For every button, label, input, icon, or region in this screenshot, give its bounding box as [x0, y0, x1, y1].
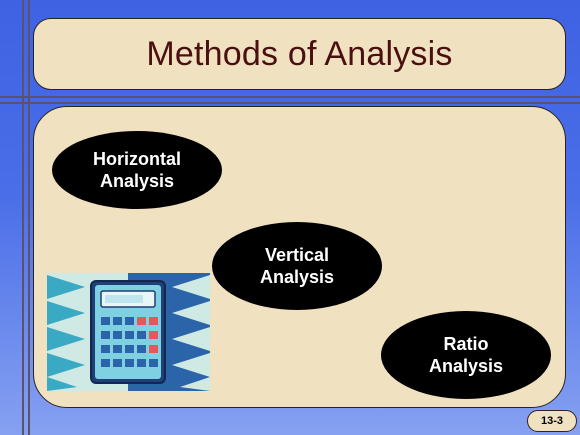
method-label-line2: Analysis: [428, 356, 504, 376]
decorative-vertical-line: [22, 0, 24, 435]
decorative-horizontal-line: [0, 102, 580, 104]
method-oval-vertical: Vertical Analysis: [212, 222, 382, 310]
method-label-line2: Analysis: [99, 171, 175, 191]
calculator-icon: [47, 273, 210, 391]
decorative-horizontal-line: [0, 96, 580, 98]
decorative-vertical-line: [28, 0, 30, 435]
method-label-line1: Horizontal: [93, 149, 181, 169]
title-panel: Methods of Analysis: [33, 18, 566, 90]
page-number: 13-3: [540, 415, 564, 427]
method-label-line1: Ratio: [443, 334, 489, 354]
method-label-line2: Analysis: [259, 267, 335, 287]
page-number-badge: 13-3: [527, 410, 577, 432]
method-label-line1: Vertical: [264, 245, 330, 265]
method-oval-horizontal: Horizontal Analysis: [52, 131, 222, 209]
slide-title: Methods of Analysis: [146, 34, 453, 73]
method-oval-ratio: Ratio Analysis: [381, 311, 551, 399]
